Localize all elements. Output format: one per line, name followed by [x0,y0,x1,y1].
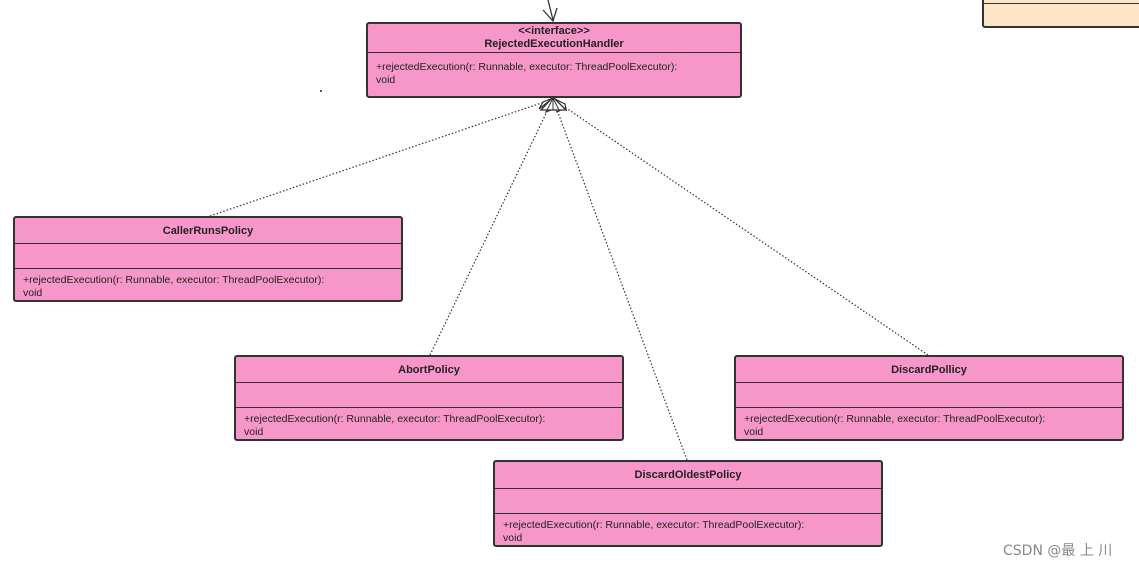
realization-line-abort [429,98,554,356]
class-name: DiscardPollicy [736,357,1122,383]
operation-signature: +rejectedExecution(r: Runnable, executor… [23,274,325,286]
class-operations: +rejectedExecution(r: Runnable, executor… [736,408,1122,438]
class-name: DiscardOldestPolicy [495,462,881,489]
class-name: AbortPolicy [236,357,622,383]
interface-name: RejectedExecutionHandler [484,38,624,50]
class-operations: +rejectedExecution(r: Runnable, executor… [236,408,622,438]
operation-signature: +rejectedExecution(r: Runnable, executor… [744,413,1046,425]
interface-operations: +rejectedExecution(r: Runnable, executor… [368,53,740,86]
class-attributes [15,244,401,269]
realization-line-discard [552,98,929,356]
interface-operation-return: void [376,73,396,86]
operation-return: void [244,425,264,438]
incoming-association-line [547,0,554,21]
operation-signature: +rejectedExecution(r: Runnable, executor… [503,519,805,531]
interface-stereotype: <<interface>> [518,25,590,37]
operation-return: void [503,531,523,544]
realization-line-discardoldest [552,98,688,461]
class-abort-policy: AbortPolicy +rejectedExecution(r: Runnab… [234,355,624,441]
operation-return: void [23,286,43,299]
stray-dot [320,90,322,92]
operation-return: void [744,425,764,438]
operation-signature: +rejectedExecution(r: Runnable, executor… [244,413,546,425]
class-operations: +rejectedExecution(r: Runnable, executor… [495,514,881,544]
class-operations: +rejectedExecution(r: Runnable, executor… [15,269,401,299]
watermark: CSDN @最 上 川 [1003,543,1113,559]
class-attributes [736,383,1122,408]
incoming-arrowhead [542,7,558,23]
interface-operation-signature: +rejectedExecution(r: Runnable, executor… [376,61,678,73]
interface-rejected-execution-handler: <<interface>> RejectedExecutionHandler +… [366,22,742,98]
class-discard-policy: DiscardPollicy +rejectedExecution(r: Run… [734,355,1124,441]
partial-class-box [982,0,1139,28]
class-attributes [236,383,622,408]
realization-line-callerruns [209,98,554,217]
class-attributes [495,489,881,514]
class-caller-runs-policy: CallerRunsPolicy +rejectedExecution(r: R… [13,216,403,302]
class-discard-oldest-policy: DiscardOldestPolicy +rejectedExecution(r… [493,460,883,547]
class-name: CallerRunsPolicy [15,218,401,244]
interface-header: <<interface>> RejectedExecutionHandler [368,24,740,53]
